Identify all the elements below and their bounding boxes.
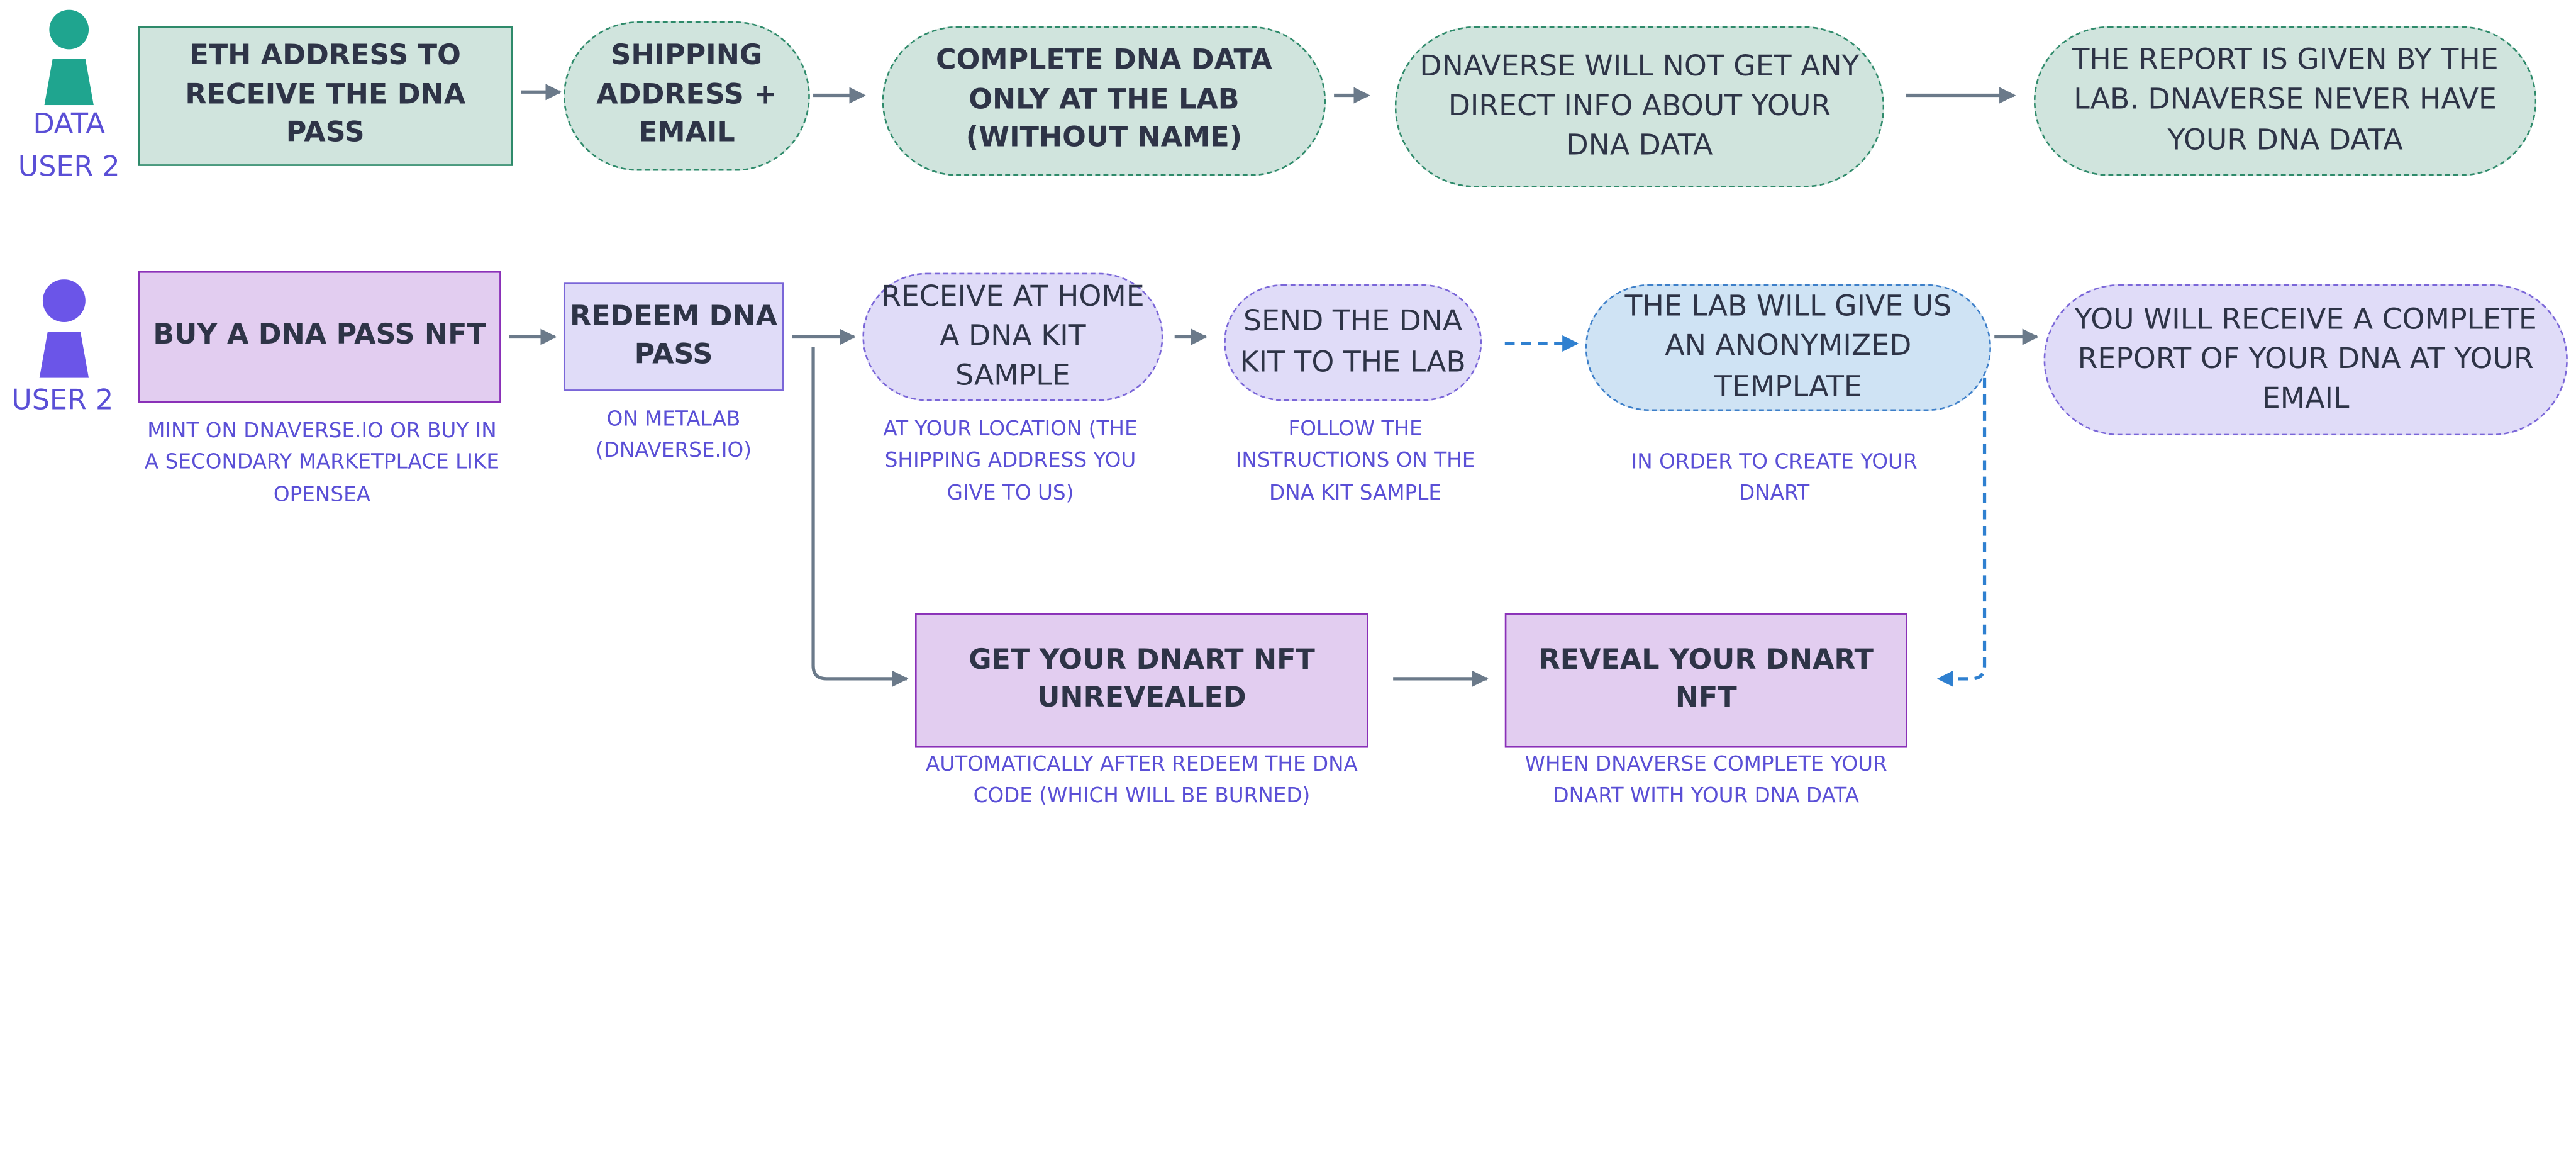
- arrow-redeem-to-unrevealed: [811, 347, 909, 687]
- step-report-by-lab: THE REPORT IS GIVEN BY THE LAB. DNAVERSE…: [2033, 26, 2537, 176]
- user-label: USER 2: [11, 384, 114, 418]
- step-redeem-dna-pass: REDEEM DNA PASS: [563, 282, 784, 391]
- data-user-label-line1: DATA: [33, 108, 105, 142]
- note-buy-dna-pass: MINT ON DNAVERSE.IO OR BUY IN A SECONDAR…: [144, 417, 500, 506]
- note-send-kit: FOLLOW THE INSTRUCTIONS ON THE DNA KIT S…: [1235, 415, 1475, 505]
- note-redeem-dna-pass: ON METALAB (DNAVERSE.IO): [595, 406, 752, 463]
- note-dnart-unrevealed: AUTOMATICALLY AFTER REDEEM THE DNA CODE …: [926, 751, 1358, 808]
- step-reveal-dnart: REVEAL YOUR DNART NFT: [1504, 613, 1907, 748]
- step-receive-kit: RECEIVE AT HOME A DNA KIT SAMPLE: [862, 272, 1163, 401]
- note-reveal-dnart: WHEN DNAVERSE COMPLETE YOUR DNART WITH Y…: [1524, 751, 1887, 808]
- data-user-label-line2: USER 2: [18, 150, 120, 184]
- user-person-icon: [39, 279, 89, 378]
- step-lab-template: THE LAB WILL GIVE US AN ANONYMIZED TEMPL…: [1585, 284, 1991, 411]
- step-send-kit: SEND THE DNA KIT TO THE LAB: [1224, 284, 1482, 401]
- data-user-label: DATA USER 2: [0, 105, 138, 189]
- step-dnaverse-no-info: DNAVERSE WILL NOT GET ANY DIRECT INFO AB…: [1394, 26, 1885, 187]
- step-complete-dna-data: COMPLETE DNA DATA ONLY AT THE LAB (WITHO…: [882, 26, 1326, 176]
- note-lab-template: IN ORDER TO CREATE YOUR DNART: [1631, 449, 1918, 505]
- step-shipping-address: SHIPPING ADDRESS + EMAIL: [563, 21, 810, 171]
- step-buy-dna-pass: BUY A DNA PASS NFT: [138, 271, 501, 403]
- step-dnart-unrevealed: GET YOUR DNART NFT UNREVEALED: [914, 613, 1368, 748]
- note-receive-kit: AT YOUR LOCATION (THE SHIPPING ADDRESS Y…: [883, 415, 1138, 505]
- data-user-person-icon: [44, 9, 94, 106]
- step-complete-report: YOU WILL RECEIVE A COMPLETE REPORT OF YO…: [2043, 284, 2568, 436]
- step-eth-address: ETH ADDRESS TO RECEIVE THE DNA PASS: [138, 26, 513, 166]
